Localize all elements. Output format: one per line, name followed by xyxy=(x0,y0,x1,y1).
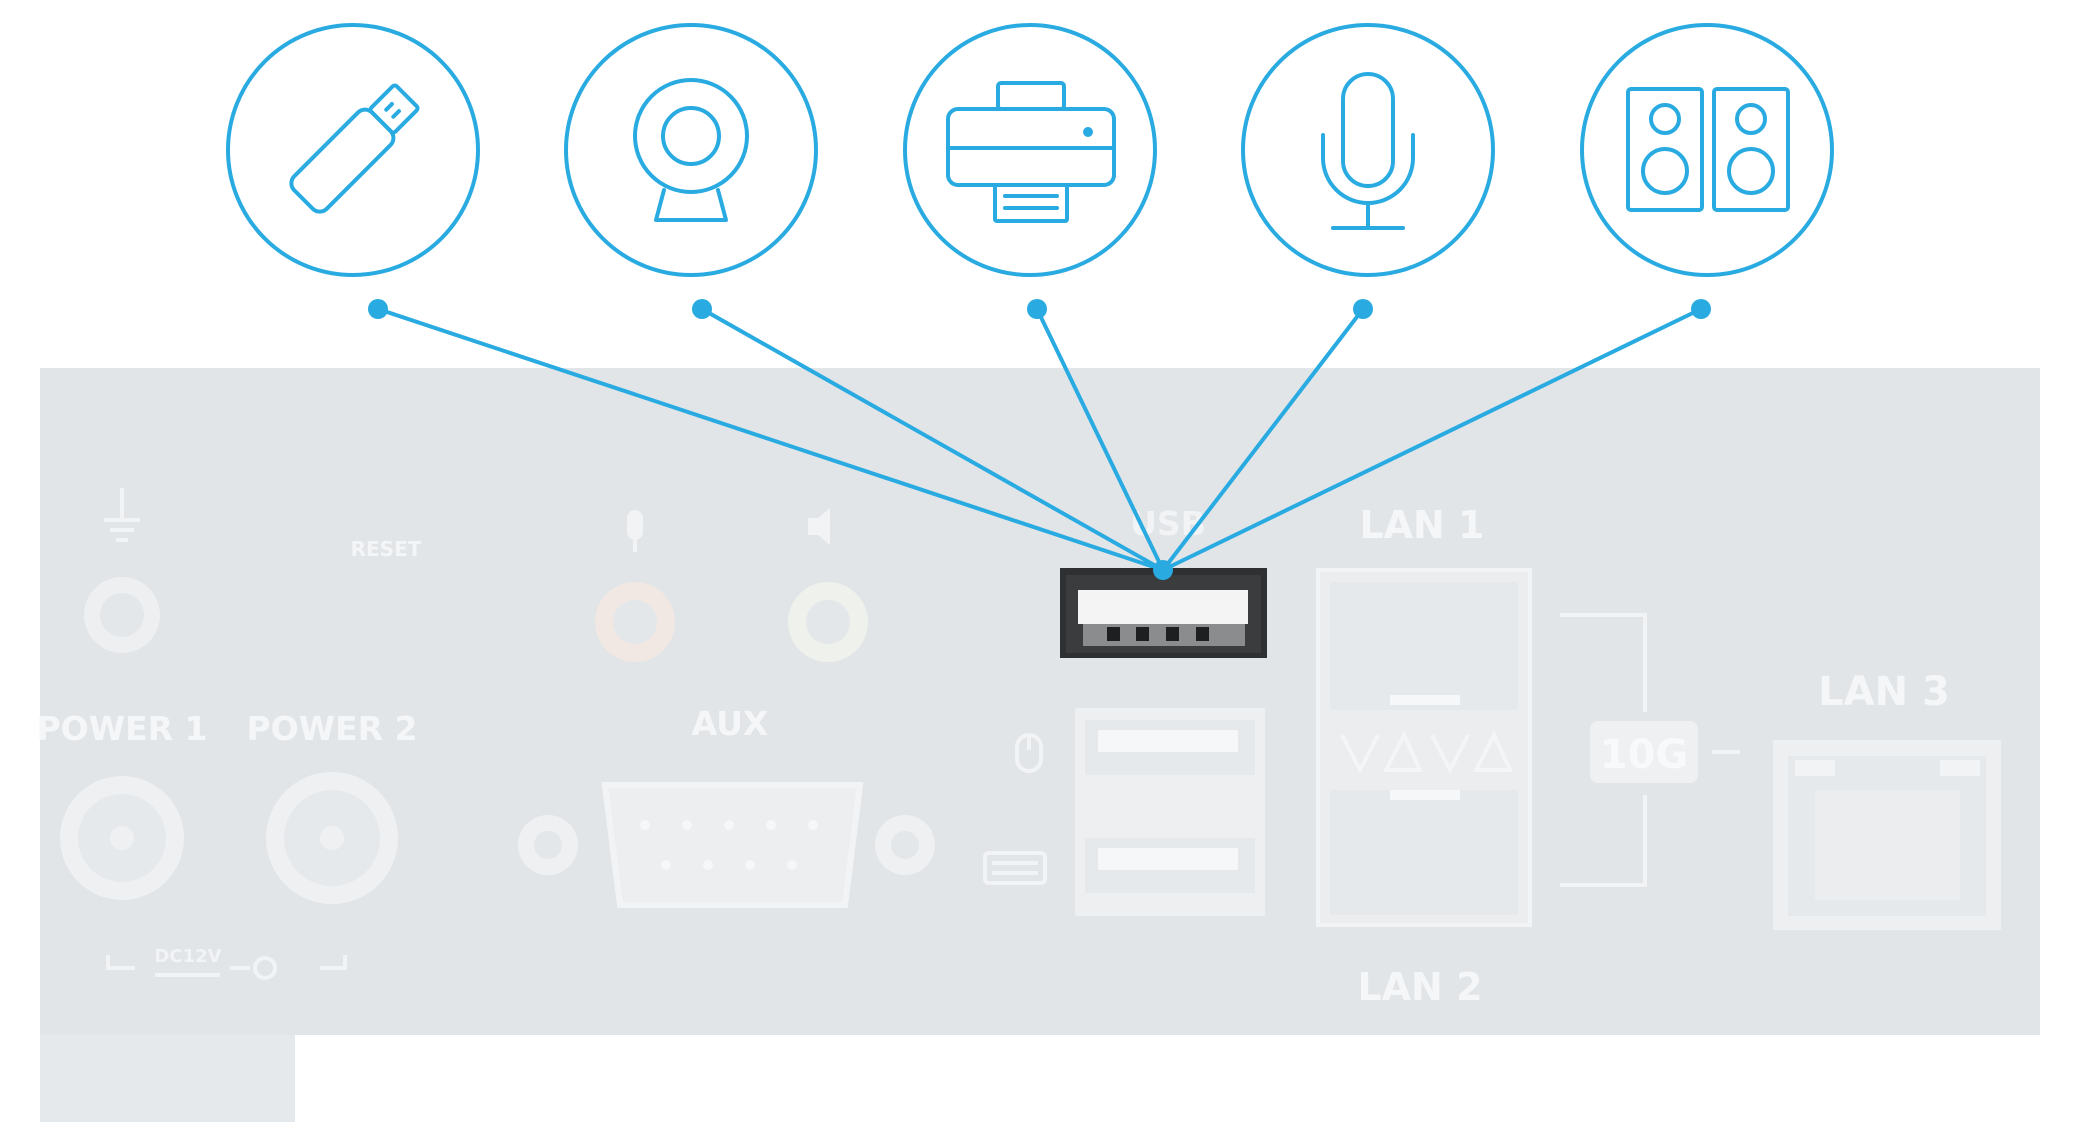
keyboard-icon xyxy=(983,851,1047,885)
10g-label: 10G xyxy=(1600,732,1689,778)
mouse-icon xyxy=(1015,733,1043,773)
webcam-icon xyxy=(564,23,818,277)
microphone-icon xyxy=(1241,23,1495,277)
lan1-lan2-sfp-ports xyxy=(1316,568,1532,927)
power2-jack xyxy=(266,772,398,904)
reset-label: RESET xyxy=(351,537,422,561)
usb-flash-drive-icon xyxy=(226,23,480,277)
aux-serial-port xyxy=(518,782,935,908)
aux-label: AUX xyxy=(692,704,769,743)
printer-icon xyxy=(903,23,1157,277)
lan3-label: LAN 3 xyxy=(1818,669,1950,715)
dc-voltage-label: DC12V xyxy=(154,946,221,967)
speakers-icon xyxy=(1580,23,1834,277)
ground-icon xyxy=(104,488,140,542)
lan2-label: LAN 2 xyxy=(1357,965,1482,1009)
mic-jack-icon xyxy=(627,510,643,552)
power1-jack xyxy=(60,776,184,900)
10g-badge xyxy=(1590,721,1698,783)
dc-polarity-mark xyxy=(106,955,347,980)
device-rear-panel: RESET POWER 1 POWER 2 DC12V xyxy=(36,368,2040,1122)
10g-bracket xyxy=(1560,613,1740,887)
speaker-jack-icon xyxy=(808,508,830,545)
lan3-rj45-port xyxy=(1773,740,2001,930)
lan1-label: LAN 1 xyxy=(1359,503,1484,547)
highlighted-usb-port[interactable] xyxy=(1060,568,1267,658)
lower-usb-ports xyxy=(1075,708,1265,916)
connector-lines xyxy=(376,307,1703,572)
connector-dots xyxy=(368,299,1711,580)
power2-label: POWER 2 xyxy=(246,709,417,748)
power1-label: POWER 1 xyxy=(36,709,207,748)
